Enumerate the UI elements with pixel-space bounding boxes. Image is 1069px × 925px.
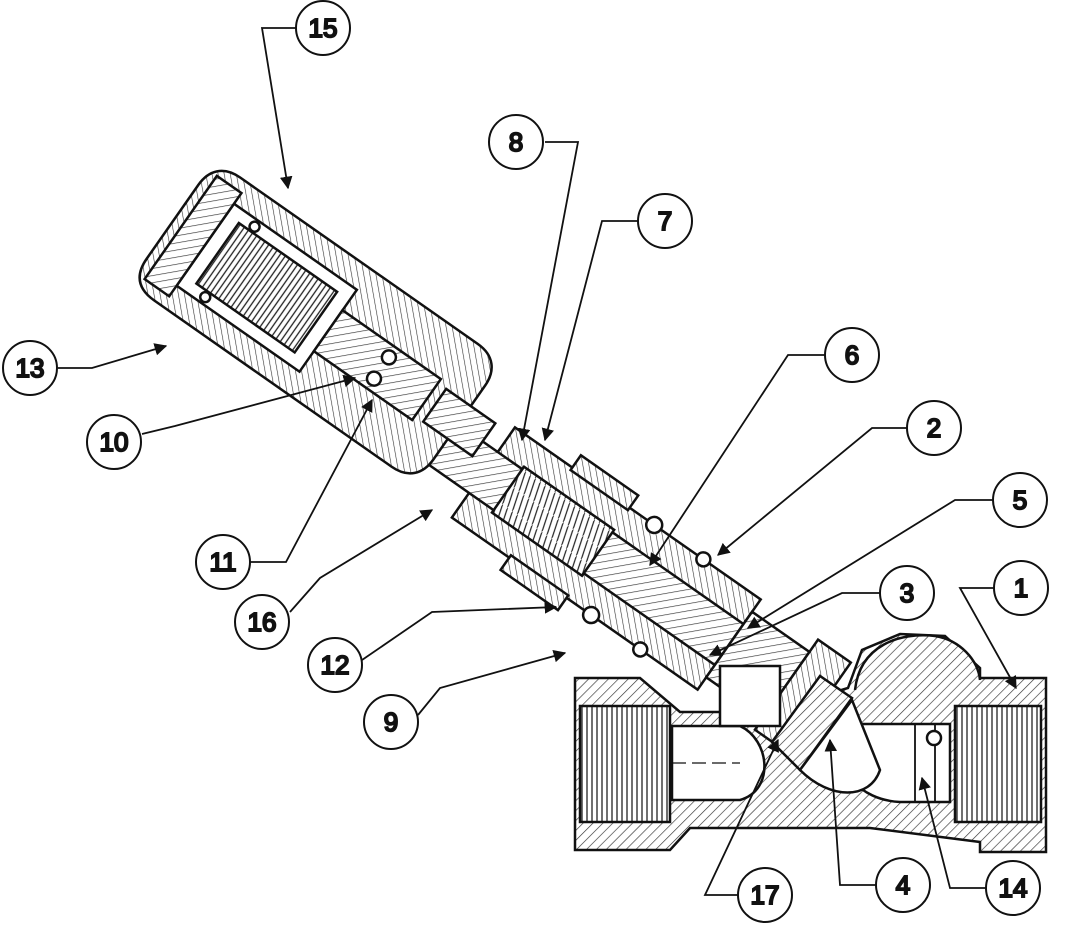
callout-label-10: 10 — [100, 427, 129, 457]
callout-5: 5 — [992, 472, 1048, 528]
callouts: 15 8 7 6 2 5 3 1 13 10 11 16 12 9 17 4 1… — [2, 0, 1049, 923]
callout-11: 11 — [195, 534, 251, 590]
leader-7 — [541, 220, 638, 442]
callout-4: 4 — [875, 857, 931, 913]
callout-label-12: 12 — [321, 650, 350, 680]
leader-15 — [260, 27, 296, 190]
callout-7: 7 — [637, 193, 693, 249]
leader-5 — [746, 499, 993, 629]
leader-6 — [649, 354, 825, 567]
callout-label-9: 9 — [384, 707, 398, 737]
callout-label-4: 4 — [896, 870, 910, 900]
leader-11 — [250, 398, 373, 563]
leader-10 — [141, 374, 357, 435]
callout-label-13: 13 — [16, 353, 45, 383]
callout-2: 2 — [906, 400, 962, 456]
leader-16 — [289, 509, 434, 613]
callout-label-8: 8 — [509, 127, 523, 157]
leader-2 — [717, 427, 907, 556]
valve-disc — [718, 664, 882, 794]
leader-17 — [703, 738, 779, 896]
callout-label-6: 6 — [845, 340, 859, 370]
callout-label-15: 15 — [309, 13, 338, 43]
handwheel — [138, 169, 498, 475]
callout-label-5: 5 — [1013, 485, 1027, 515]
callout-label-16: 16 — [248, 607, 277, 637]
callout-label-1: 1 — [1014, 573, 1028, 603]
callout-13: 13 — [2, 340, 58, 396]
leader-8 — [517, 141, 580, 442]
callout-9: 9 — [363, 694, 419, 750]
callout-label-17: 17 — [751, 880, 780, 910]
callout-1: 1 — [993, 560, 1049, 616]
leader-9 — [417, 649, 567, 716]
leader-1 — [958, 587, 1017, 690]
callout-label-3: 3 — [900, 578, 914, 608]
leader-14 — [918, 776, 986, 889]
leader-13 — [58, 343, 168, 369]
callout-label-7: 7 — [658, 206, 672, 236]
callout-14: 14 — [985, 860, 1041, 916]
callout-16: 16 — [234, 594, 290, 650]
callout-3: 3 — [879, 565, 935, 621]
callout-12: 12 — [307, 637, 363, 693]
leader-4 — [824, 738, 876, 886]
leader-lines — [58, 27, 1017, 896]
leader-12 — [361, 601, 558, 661]
callout-label-14: 14 — [999, 873, 1028, 903]
callout-label-2: 2 — [927, 413, 941, 443]
leader-3 — [708, 592, 880, 656]
callout-10: 10 — [86, 414, 142, 470]
callout-8: 8 — [488, 114, 544, 170]
callout-15: 15 — [295, 0, 351, 56]
callout-17: 17 — [737, 867, 793, 923]
callout-label-11: 11 — [210, 547, 237, 577]
callout-6: 6 — [824, 327, 880, 383]
